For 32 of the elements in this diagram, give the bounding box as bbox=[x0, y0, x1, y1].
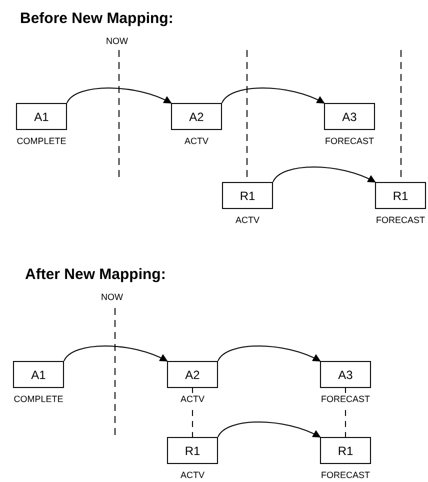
status-label: ACTV bbox=[179, 393, 206, 406]
task-box bbox=[320, 361, 371, 388]
task-name: A1 bbox=[34, 108, 49, 126]
arrow bbox=[218, 422, 321, 438]
arrow bbox=[66, 88, 172, 104]
task-box bbox=[320, 437, 371, 464]
arrow bbox=[222, 88, 325, 104]
arrow bbox=[218, 346, 321, 362]
status-label: FORECAST bbox=[320, 393, 371, 406]
task-box bbox=[324, 103, 375, 130]
time-marker-label: NOW bbox=[101, 291, 123, 304]
task-name: A1 bbox=[31, 366, 46, 384]
task-box bbox=[171, 103, 222, 130]
task-box bbox=[375, 182, 426, 209]
arrow bbox=[272, 166, 376, 182]
section-heading: After New Mapping: bbox=[25, 265, 166, 285]
task-box bbox=[167, 437, 218, 464]
section-heading: Before New Mapping: bbox=[20, 9, 174, 29]
task-name: R1 bbox=[240, 188, 256, 204]
arrow bbox=[64, 346, 168, 362]
task-name: A2 bbox=[189, 108, 204, 126]
task-box bbox=[13, 361, 64, 388]
time-marker-label: NOW bbox=[106, 35, 128, 48]
task-name: A3 bbox=[342, 108, 357, 126]
task-name: A2 bbox=[185, 366, 200, 384]
task-box bbox=[222, 182, 273, 209]
task-name: R1 bbox=[338, 442, 354, 460]
task-name: A3 bbox=[338, 366, 353, 384]
task-name: R1 bbox=[392, 188, 408, 204]
task-box bbox=[167, 361, 218, 388]
task-name: R1 bbox=[184, 442, 200, 460]
task-box bbox=[16, 103, 67, 130]
